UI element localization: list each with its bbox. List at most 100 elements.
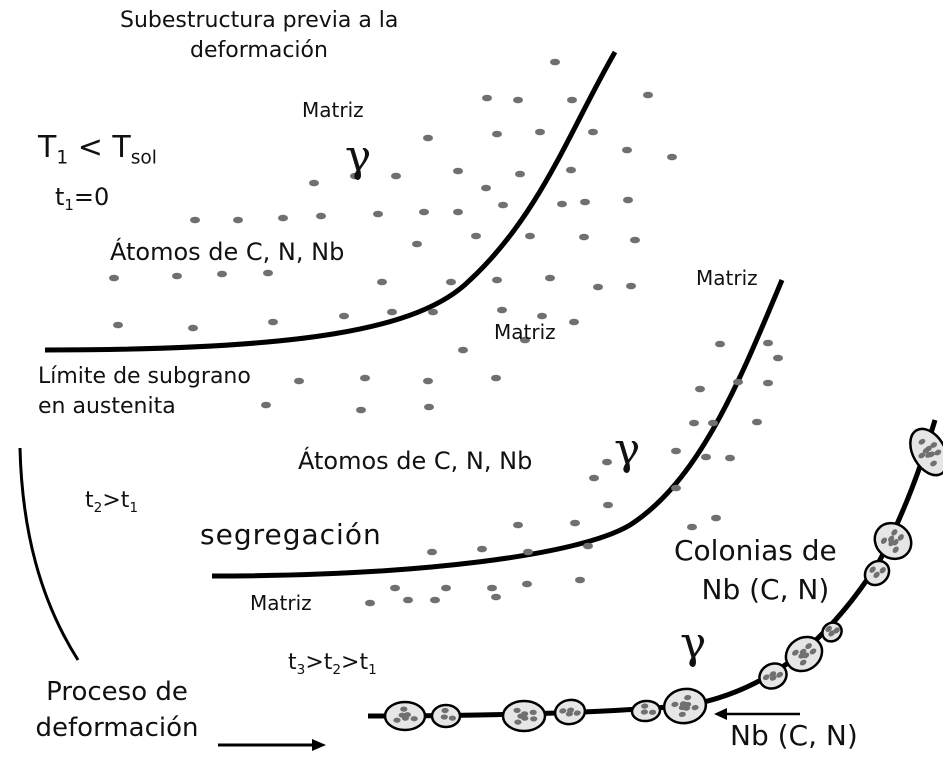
precipitate-colony bbox=[909, 427, 943, 477]
solute-atom-dot bbox=[689, 419, 699, 427]
solute-atom-dot bbox=[261, 401, 271, 409]
process-label-line2: deformación bbox=[35, 713, 199, 743]
precipitate-particle bbox=[873, 571, 880, 578]
solute-atom-dot bbox=[623, 196, 633, 204]
colonies-label-line2: Nb (C, N) bbox=[701, 573, 830, 606]
solute-atom-dot bbox=[263, 269, 273, 277]
solute-atom-dot bbox=[715, 340, 725, 348]
solute-atom-dot bbox=[316, 212, 326, 220]
precipitate-particle bbox=[440, 714, 448, 720]
solute-atom-dot bbox=[567, 96, 577, 104]
precipitate-particle bbox=[530, 716, 538, 722]
substructure-label-line2: deformación bbox=[190, 38, 328, 63]
t3-symbol: t bbox=[288, 650, 297, 675]
solute-atom-dot bbox=[603, 501, 613, 509]
precipitate-particle bbox=[769, 671, 777, 678]
solute-atom-dot bbox=[390, 584, 400, 592]
matrix-label-2: Matriz bbox=[696, 266, 758, 290]
precipitate-particle bbox=[648, 709, 657, 715]
precipitate-particle bbox=[869, 566, 876, 573]
solute-atom-dot bbox=[339, 312, 349, 320]
solute-atom-dot bbox=[403, 596, 413, 604]
precipitate-particle bbox=[684, 694, 692, 701]
precipitate-colony bbox=[553, 698, 587, 726]
solute-atom-dot bbox=[278, 214, 288, 222]
precipitate-colonies bbox=[383, 427, 943, 733]
solute-atom-dot bbox=[427, 548, 437, 556]
solute-atom-dot bbox=[626, 282, 636, 290]
t3-relation-1: >t bbox=[305, 650, 333, 675]
t1-subscript: 1 bbox=[64, 196, 74, 215]
solute-atom-dot bbox=[763, 339, 773, 347]
solute-atom-dot bbox=[513, 96, 523, 104]
precipitate-particle bbox=[934, 449, 942, 456]
precipitate-particle bbox=[567, 707, 575, 713]
solute-atom-dot bbox=[588, 128, 598, 136]
precipitate-particle bbox=[410, 716, 418, 722]
solute-atom-dot bbox=[520, 336, 530, 344]
solute-atom-dot bbox=[391, 172, 401, 180]
time-t3-label: t3>t2>t1 bbox=[288, 652, 377, 677]
subgrain-boundary-1 bbox=[44, 50, 618, 353]
solute-atom-dot bbox=[423, 377, 433, 385]
t1-temp-symbol: T bbox=[38, 130, 57, 165]
precipitate-particle bbox=[930, 460, 937, 467]
colonies-label: Colonias de Nb (C, N) bbox=[674, 537, 837, 604]
nbcn-label: Nb (C, N) bbox=[730, 719, 858, 752]
solute-atom-dot bbox=[671, 484, 681, 492]
tsol-symbol: T bbox=[112, 130, 131, 165]
precipitate-particle bbox=[573, 710, 581, 716]
t2-relation: >t bbox=[102, 488, 130, 513]
solute-atom-dot bbox=[667, 153, 677, 161]
solute-atom-dot bbox=[570, 519, 580, 527]
precipitate-particle bbox=[514, 719, 522, 725]
solute-atom-dot bbox=[557, 200, 567, 208]
precipitate-particle bbox=[400, 706, 408, 712]
solute-atom-dot bbox=[487, 584, 497, 592]
solute-atom-dot bbox=[763, 379, 773, 387]
precipitate-particle bbox=[393, 717, 401, 723]
solute-atom-dot bbox=[537, 312, 547, 320]
solute-atom-dot bbox=[711, 514, 721, 522]
solute-atom-dot bbox=[622, 146, 632, 154]
solute-atom-dot bbox=[190, 216, 200, 224]
solute-atom-dot bbox=[492, 130, 502, 138]
t3-subscript: 3 bbox=[296, 661, 306, 678]
solute-atom-dot bbox=[268, 318, 278, 326]
subgrain-label-line1: Límite de subgrano bbox=[38, 364, 251, 389]
solute-atom-dot bbox=[441, 584, 451, 592]
solute-atom-dot bbox=[491, 374, 501, 382]
precipitate-colony bbox=[662, 687, 708, 725]
precipitate-particle bbox=[891, 529, 898, 536]
solute-atom-dot bbox=[630, 236, 640, 244]
precipitate-particle bbox=[448, 715, 456, 721]
solute-atom-dot bbox=[525, 232, 535, 240]
precipitate-particle bbox=[888, 535, 895, 543]
solute-atom-dot bbox=[545, 274, 555, 282]
solute-atom-dot bbox=[471, 232, 481, 240]
precipitate-colony bbox=[430, 703, 462, 729]
solute-atom-dot bbox=[752, 418, 762, 426]
t3-relation-2-subscript: 1 bbox=[368, 661, 377, 678]
precipitate-colony bbox=[784, 635, 824, 673]
solute-atom-dot bbox=[294, 377, 304, 385]
colonies-label-line1: Colonias de bbox=[674, 534, 837, 567]
solute-atom-dot bbox=[643, 91, 653, 99]
solute-atom-dot bbox=[428, 308, 438, 316]
precipitate-particle bbox=[640, 709, 648, 715]
precipitate-particle bbox=[513, 707, 521, 713]
solute-atom-dot bbox=[566, 166, 576, 174]
solute-atom-dot bbox=[583, 542, 593, 550]
solute-atom-dot bbox=[453, 167, 463, 175]
gamma-symbol-2: γ bbox=[614, 424, 641, 475]
solute-atom-dot bbox=[365, 599, 375, 607]
precipitate-particle bbox=[441, 707, 449, 714]
solute-atom-dot bbox=[498, 201, 508, 209]
nbcn-pointer-head bbox=[714, 708, 727, 720]
solute-atom-dot bbox=[497, 306, 507, 314]
solute-atom-dot bbox=[593, 283, 603, 291]
t3-relation-2: >t bbox=[341, 650, 369, 675]
solute-atom-dot bbox=[453, 208, 463, 216]
precipitate-particle bbox=[880, 537, 888, 544]
